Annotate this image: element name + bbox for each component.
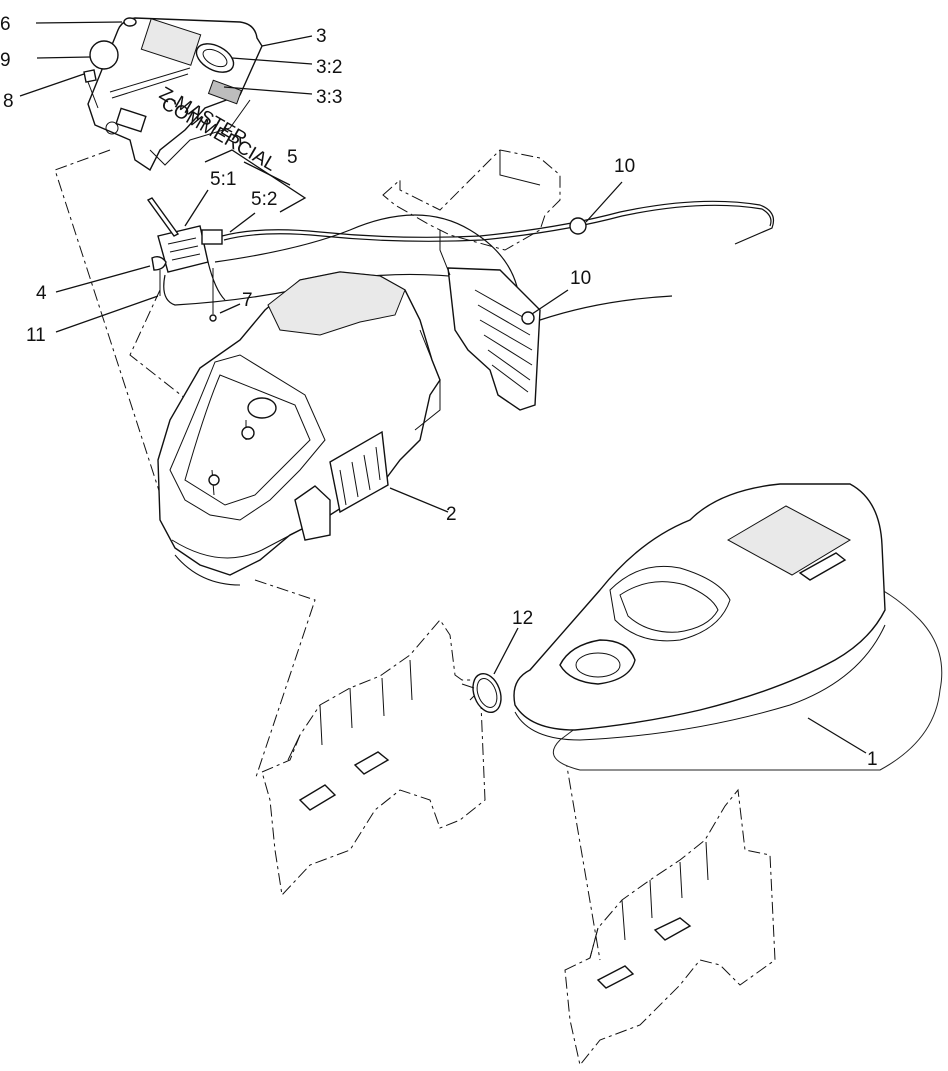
callout-11: 11 — [26, 325, 46, 346]
callout-6: 6 — [0, 14, 11, 35]
callout-4: 4 — [36, 283, 47, 304]
callout-9: 9 — [0, 50, 11, 71]
knob-9 — [89, 40, 119, 70]
callout-7: 7 — [242, 290, 253, 311]
screw-8 — [83, 69, 97, 83]
callout-3-2: 3:2 — [316, 57, 342, 78]
callout-3-3: 3:3 — [316, 87, 342, 108]
callout-10-upper: 10 — [614, 156, 635, 177]
alignment-lines — [54, 149, 601, 961]
switch-harness — [146, 197, 775, 324]
seat-pan-console — [513, 483, 943, 771]
callout-labels: 6 9 8 3 3:2 3:3 5 5:1 5:2 10 10 4 7 11 2… — [0, 14, 878, 770]
callout-5-2: 5:2 — [251, 189, 277, 210]
rear-bracket — [382, 149, 587, 411]
control-panel: Z-MASTER COMMERCIAL — [87, 17, 280, 176]
callout-8: 8 — [3, 91, 14, 112]
lower-left-panel — [261, 619, 486, 897]
callout-2: 2 — [446, 504, 457, 525]
callout-5-1: 5:1 — [210, 169, 236, 190]
left-console-body — [157, 271, 441, 586]
lower-right-panel — [564, 788, 776, 1067]
knob-6 — [123, 17, 137, 27]
leader-lines — [19, 21, 867, 754]
callout-12: 12 — [512, 608, 533, 629]
hose-clamp — [461, 672, 502, 714]
callout-1: 1 — [867, 749, 878, 770]
callout-3: 3 — [316, 26, 327, 47]
callout-5: 5 — [287, 147, 298, 168]
knob-parts — [83, 17, 137, 109]
callout-10-lower: 10 — [570, 268, 591, 289]
